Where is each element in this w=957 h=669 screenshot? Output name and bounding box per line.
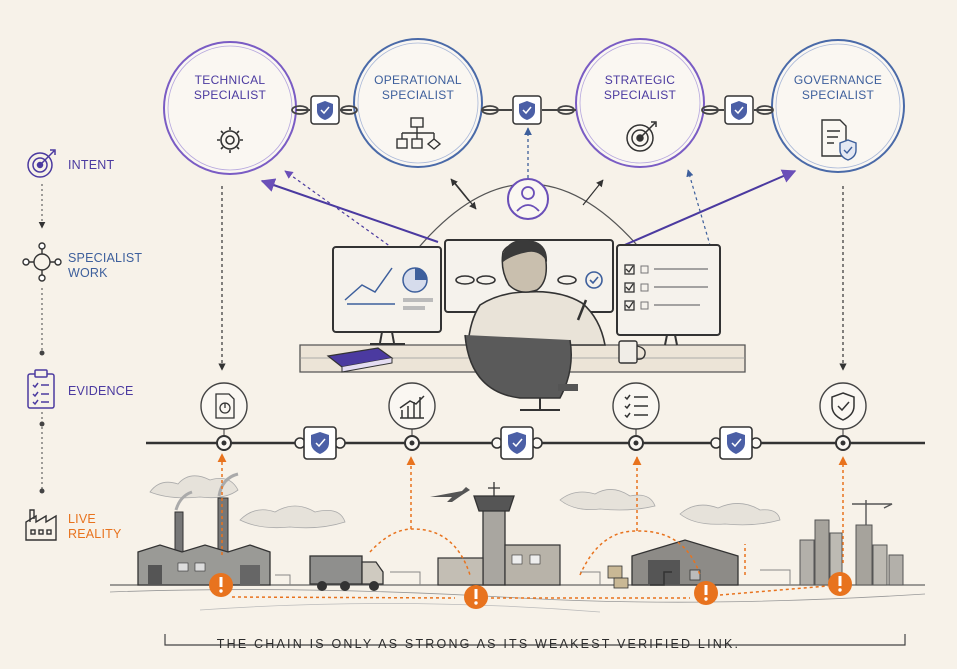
- shield-check-icon: [731, 101, 747, 120]
- specialist-governance-line2: SPECIALIST: [801, 88, 875, 102]
- shield-check-icon: [519, 101, 535, 120]
- timeline-nodes: [216, 435, 851, 451]
- specialist-operational-label: OPERATIONAL SPECIALIST: [365, 73, 471, 103]
- clipboard-icon: [27, 369, 55, 409]
- warning-icon: [694, 581, 718, 605]
- specialist-operational: [353, 38, 483, 168]
- user-avatar-icon: [507, 178, 549, 220]
- target-icon: [626, 121, 657, 152]
- specialist-strategic: [575, 38, 705, 168]
- flowchart-icon: [396, 117, 442, 150]
- evidence-connectors: [218, 186, 847, 371]
- evidence-chart-icon: [388, 382, 436, 430]
- shield-check-icon: [311, 432, 329, 454]
- shield-check-icon: [727, 432, 745, 454]
- chain-link-top-3: [701, 95, 774, 125]
- shield-check-icon: [317, 101, 333, 120]
- legend-intent-label: INTENT: [68, 158, 114, 173]
- chain-link-bottom-1: [303, 426, 337, 460]
- specialist-strategic-label: STRATEGIC SPECIALIST: [590, 73, 690, 103]
- factory-icon: [25, 509, 57, 541]
- specialist-governance-label: GOVERNANCE SPECIALIST: [784, 73, 892, 103]
- chain-link-bottom-3: [719, 426, 753, 460]
- legend-specialist-work-label: SPECIALIST WORK: [68, 251, 142, 281]
- legend-column: [22, 149, 62, 541]
- warning-icon: [464, 585, 488, 609]
- chain-link-bottom-2: [500, 426, 534, 460]
- shield-check-icon: [508, 432, 526, 454]
- network-icon: [22, 242, 62, 282]
- evidence-report-icon: [200, 382, 248, 430]
- specialist-operational-line2: SPECIALIST: [381, 88, 455, 102]
- connector-arrows: [260, 169, 797, 253]
- chain-link-top-1: [291, 95, 358, 125]
- warning-icon: [209, 573, 233, 597]
- specialist-technical-label: TECHNICAL SPECIALIST: [180, 73, 280, 103]
- warning-icon: [828, 572, 852, 596]
- specialist-strategic-line1: STRATEGIC: [604, 73, 676, 87]
- mug-icon: [618, 340, 646, 364]
- target-icon: [27, 149, 56, 178]
- warning-markers: [209, 572, 852, 609]
- monitor-checklist: [616, 244, 721, 346]
- legend-evidence-line1: EVIDENCE: [68, 384, 134, 398]
- specialist-operational-line1: OPERATIONAL: [374, 73, 462, 87]
- specialist-strategic-line2: SPECIALIST: [603, 88, 677, 102]
- legend-evidence-label: EVIDENCE: [68, 384, 134, 399]
- gear-icon: [217, 127, 243, 153]
- specialist-governance: [771, 39, 905, 173]
- document-check-icon: [821, 119, 857, 161]
- legend-live-reality-line1: LIVE: [68, 512, 96, 526]
- person-at-desk: [464, 239, 606, 411]
- book-icon: [326, 347, 394, 373]
- specialist-technical: [163, 41, 297, 175]
- reality-scene: [109, 472, 926, 613]
- evidence-checklist-icon: [612, 382, 660, 430]
- tagline: THE CHAIN IS ONLY AS STRONG AS ITS WEAKE…: [216, 637, 741, 651]
- monitor-analytics: [332, 246, 442, 345]
- specialist-technical-line2: SPECIALIST: [193, 88, 267, 102]
- workstation: [299, 239, 746, 411]
- chain-link-top-2: [481, 95, 576, 125]
- specialist-governance-line1: GOVERNANCE: [793, 73, 883, 87]
- legend-intent-line1: INTENT: [68, 158, 115, 172]
- reality-links: [217, 453, 848, 599]
- specialist-technical-line1: TECHNICAL: [194, 73, 266, 87]
- legend-live-reality-line2: REALITY: [68, 527, 122, 541]
- evidence-shield-icon: [819, 382, 867, 430]
- legend-specialist-work-line1: SPECIALIST: [68, 251, 143, 265]
- legend-live-reality-label: LIVE REALITY: [68, 512, 122, 542]
- footer-bracket: [164, 634, 906, 646]
- legend-specialist-work-line2: WORK: [68, 266, 108, 280]
